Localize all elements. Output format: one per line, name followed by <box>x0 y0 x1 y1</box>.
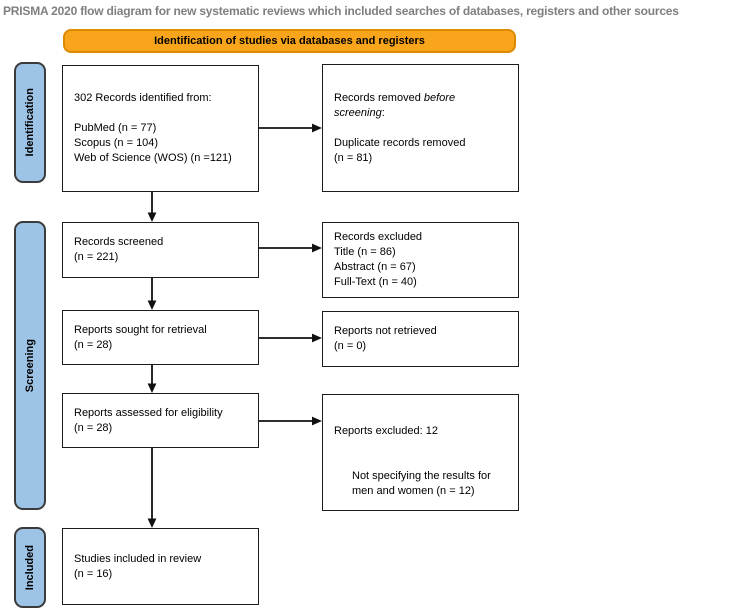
reports-excluded-heading: Reports excluded: 12 <box>334 425 438 437</box>
box-records-identified-text: 302 Records identified from: PubMed (n =… <box>74 92 232 164</box>
stage-bar-screening: Screening <box>14 221 46 510</box>
banner-databases-registers: Identification of studies via databases … <box>63 29 516 53</box>
records-removed-prefix: Records removed <box>334 91 424 104</box>
box-records-screened-text: Records screened (n = 221) <box>74 236 164 263</box>
arrow-sought-to-assessed <box>147 365 157 393</box>
box-reports-sought-text: Reports sought for retrieval (n = 28) <box>74 323 207 351</box>
records-removed-suffix: : <box>381 106 385 119</box>
arrow-screened-to-excluded <box>259 243 322 253</box>
records-removed-italic: before screening <box>334 91 456 119</box>
arrow-identified-to-removed <box>259 123 322 133</box>
arrow-assessed-to-included <box>147 448 157 528</box>
stage-bar-included: Included <box>14 527 46 608</box>
stage-label-identification: Identification <box>24 88 36 157</box>
box-records-screened: Records screened (n = 221) <box>62 222 259 278</box>
box-reports-not-retrieved-text: Reports not retrieved (n = 0) <box>334 325 437 352</box>
stage-label-screening: Screening <box>24 338 36 393</box>
stage-bar-identification: Identification <box>14 62 46 183</box>
page-title: PRISMA 2020 flow diagram for new systema… <box>3 4 679 18</box>
arrow-identified-to-screened <box>147 192 157 222</box>
box-records-excluded: Records excluded Title (n = 86) Abstract… <box>322 222 519 298</box>
box-records-excluded-text: Records excluded Title (n = 86) Abstract… <box>334 231 423 288</box>
records-removed-body: Duplicate records removed (n = 81) <box>334 136 466 164</box>
banner-label: Identification of studies via databases … <box>154 35 425 47</box>
box-reports-excluded: Reports excluded: 12 Not specifying the … <box>322 394 519 511</box>
arrow-sought-to-not-retrieved <box>259 333 322 343</box>
box-reports-assessed: Reports assessed for eligibility (n = 28… <box>62 393 259 448</box>
box-records-identified: 302 Records identified from: PubMed (n =… <box>62 65 259 192</box>
box-studies-included-text: Studies included in review (n = 16) <box>74 552 202 580</box>
reports-excluded-reason: Not specifying the results for men and w… <box>352 470 491 497</box>
arrow-assessed-to-excluded <box>259 416 322 426</box>
box-reports-excluded-text: Reports excluded: 12 Not specifying the … <box>323 395 512 514</box>
box-reports-not-retrieved: Reports not retrieved (n = 0) <box>322 311 519 367</box>
box-reports-sought: Reports sought for retrieval (n = 28) <box>62 310 259 365</box>
box-reports-assessed-text: Reports assessed for eligibility (n = 28… <box>74 406 223 434</box>
box-records-removed-text: Records removed before screening: Duplic… <box>323 76 494 181</box>
stage-label-included: Included <box>24 544 36 591</box>
box-records-removed-before-screening: Records removed before screening: Duplic… <box>322 64 519 192</box>
records-removed-heading: Records removed before screening: <box>334 91 486 121</box>
box-studies-included: Studies included in review (n = 16) <box>62 528 259 605</box>
arrow-screened-to-sought <box>147 278 157 310</box>
